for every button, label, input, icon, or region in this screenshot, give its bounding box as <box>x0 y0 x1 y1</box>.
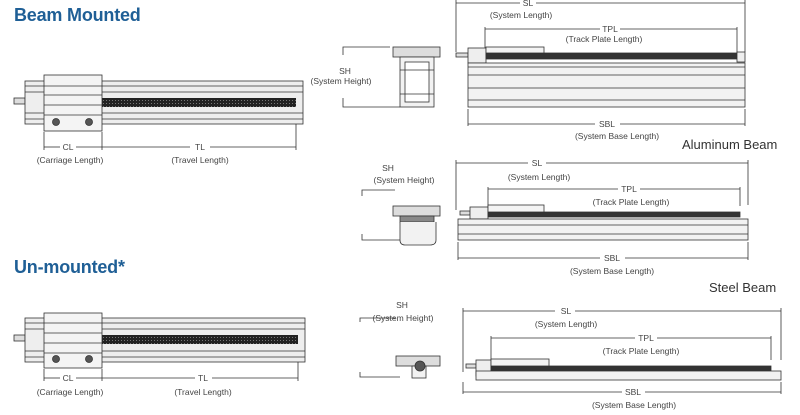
dim-sl-abbr-unmounted: SL <box>561 306 572 316</box>
dim-tpl-abbr-steel: TPL <box>621 184 637 194</box>
dim-tl-label-bottom: (Travel Length) <box>174 387 231 397</box>
dim-sh-abbr-aluminum: SH <box>339 66 351 76</box>
label-steel-beam: Steel Beam <box>709 280 777 295</box>
dim-sbl-abbr-aluminum: SBL <box>599 119 615 129</box>
dim-cl-abbr: CL <box>63 142 74 152</box>
dim-sl-abbr-aluminum: SL <box>523 0 534 8</box>
dim-sh-label-unmounted: (System Height) <box>373 313 434 323</box>
dim-sbl-abbr-unmounted: SBL <box>625 387 641 397</box>
dim-tpl-label-unmounted: (Track Plate Length) <box>603 346 680 356</box>
dim-sh-abbr-steel: SH <box>382 163 394 173</box>
label-aluminum-beam: Aluminum Beam <box>682 137 778 152</box>
dim-cl-abbr-bottom: CL <box>63 373 74 383</box>
dim-tl-label: (Travel Length) <box>171 155 228 165</box>
dim-sbl-label-unmounted: (System Base Length) <box>592 400 676 410</box>
steel-side-view <box>455 160 749 260</box>
steel-end-view <box>361 189 441 246</box>
section-title-beam-mounted: Beam Mounted <box>14 5 141 25</box>
section-title-un-mounted: Un-mounted* <box>14 257 125 277</box>
dim-tpl-abbr-aluminum: TPL <box>602 24 618 34</box>
aluminum-end-view <box>342 46 441 108</box>
dim-sl-label-unmounted: (System Length) <box>535 319 598 329</box>
dim-tpl-abbr-unmounted: TPL <box>638 333 654 343</box>
dim-cl-label: (Carriage Length) <box>37 155 104 165</box>
un-mounted-side-view <box>462 308 782 394</box>
dimension-CL-TL-top <box>43 124 297 150</box>
dim-tl-abbr-bottom: TL <box>198 373 208 383</box>
beam-mounted-top-view <box>13 74 304 132</box>
dim-sbl-abbr-steel: SBL <box>604 253 620 263</box>
un-mounted-end-view <box>359 317 441 379</box>
un-mounted-top-view <box>13 312 306 369</box>
dimension-CL-TL-bottom <box>43 362 299 381</box>
dim-tpl-label-steel: (Track Plate Length) <box>593 197 670 207</box>
dim-sbl-label-steel: (System Base Length) <box>570 266 654 276</box>
dim-tl-abbr: TL <box>195 142 205 152</box>
dim-sl-label-steel: (System Length) <box>508 172 571 182</box>
dim-sh-label-steel: (System Height) <box>374 175 435 185</box>
dim-sh-label-aluminum: (System Height) <box>311 76 372 86</box>
aluminum-side-view <box>455 0 746 126</box>
dim-cl-label-bottom: (Carriage Length) <box>37 387 104 397</box>
dim-sl-abbr-steel: SL <box>532 158 543 168</box>
dim-sh-abbr-unmounted: SH <box>396 300 408 310</box>
dim-sl-label-aluminum: (System Length) <box>490 10 553 20</box>
dim-sbl-label-aluminum: (System Base Length) <box>575 131 659 141</box>
dim-tpl-label-aluminum: (Track Plate Length) <box>566 34 643 44</box>
